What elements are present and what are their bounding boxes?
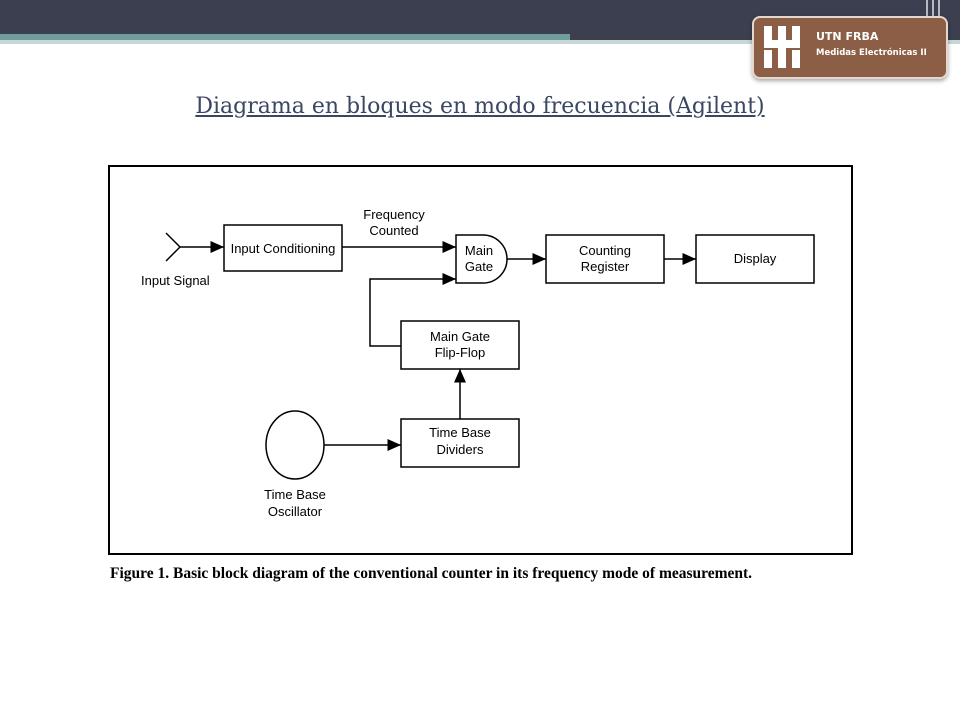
badge-subtitle: Medidas Electrónicas II [816, 48, 927, 58]
counting-register-label-1: Counting [579, 243, 631, 258]
block-diagram: Input Signal Input Conditioning Frequenc… [108, 165, 853, 555]
input-signal-symbol [165, 232, 224, 262]
badge-title: UTN FRBA [816, 30, 879, 43]
flipflop-block [400, 320, 520, 370]
oscillator-label-2: Oscillator [268, 504, 323, 519]
header-accent-line [0, 40, 960, 44]
main-gate-label-2: Gate [465, 259, 493, 274]
display-block [695, 234, 815, 284]
frequency-counted-label-2: Counted [369, 223, 418, 238]
utn-logo-icon [764, 26, 800, 68]
display-label: Display [734, 251, 777, 266]
dividers-label-2: Dividers [437, 442, 484, 457]
main-gate-block [455, 234, 508, 284]
figure-caption: Figure 1. Basic block diagram of the con… [110, 565, 753, 582]
slide-title: Diagrama en bloques en modo frecuencia (… [195, 94, 765, 119]
input-conditioning-label: Input Conditioning [231, 241, 336, 256]
utn-badge: UTN FRBA Medidas Electrónicas II [752, 16, 948, 79]
input-signal-label: Input Signal [141, 273, 210, 288]
flipflop-label-2: Flip-Flop [435, 345, 486, 360]
counting-register-label-2: Register [581, 259, 630, 274]
oscillator-label-1: Time Base [264, 487, 326, 502]
dividers-block [400, 418, 520, 468]
frequency-counted-label-1: Frequency [363, 207, 425, 222]
oscillator-circle [265, 410, 325, 480]
input-conditioning-block [223, 224, 343, 272]
flipflop-to-gate-arrow [369, 273, 456, 347]
counting-register-block [545, 234, 665, 284]
flipflop-label-1: Main Gate [430, 329, 490, 344]
main-gate-label-1: Main [465, 243, 493, 258]
header-accent-strip [0, 34, 570, 40]
dividers-label-1: Time Base [429, 425, 491, 440]
